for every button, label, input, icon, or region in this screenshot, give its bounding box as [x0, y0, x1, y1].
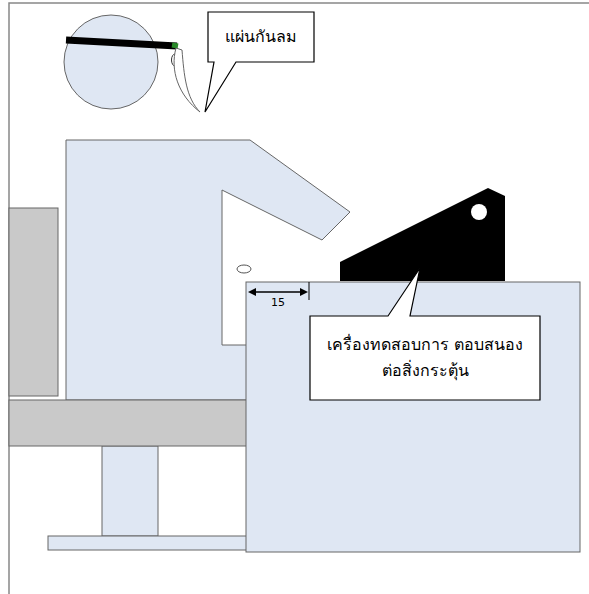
callout-shape: [205, 12, 314, 112]
dimension-arrow: [248, 288, 256, 296]
dimension-arrow: [300, 288, 308, 296]
headband: [66, 40, 177, 46]
dimension-label: 15: [270, 296, 286, 309]
callout-box: แผ่นกันลม: [208, 12, 314, 62]
dimension-line: [250, 291, 306, 293]
headband-tip: [172, 45, 178, 46]
hand-position: [237, 265, 251, 273]
head: [64, 15, 158, 109]
dimension-tick: [309, 282, 310, 300]
reaction-tester: [340, 188, 505, 281]
callout-text: เครื่องทดสอบการ ตอบสนองต่อสิ่งกระตุ้น: [318, 332, 532, 383]
chair-base: [48, 536, 248, 550]
frame: [9, 3, 589, 594]
windshield-plate: [174, 48, 200, 112]
callout-box: เครื่องทดสอบการ ตอบสนองต่อสิ่งกระตุ้น: [310, 316, 540, 400]
chair-leg: [102, 446, 158, 536]
callout-shape: [310, 268, 540, 400]
chair-back: [9, 208, 58, 396]
callout-outline: [310, 316, 540, 400]
chair-seat: [9, 400, 251, 446]
tester-hole: [471, 204, 487, 220]
callout-text: แผ่นกันลม: [216, 24, 306, 50]
